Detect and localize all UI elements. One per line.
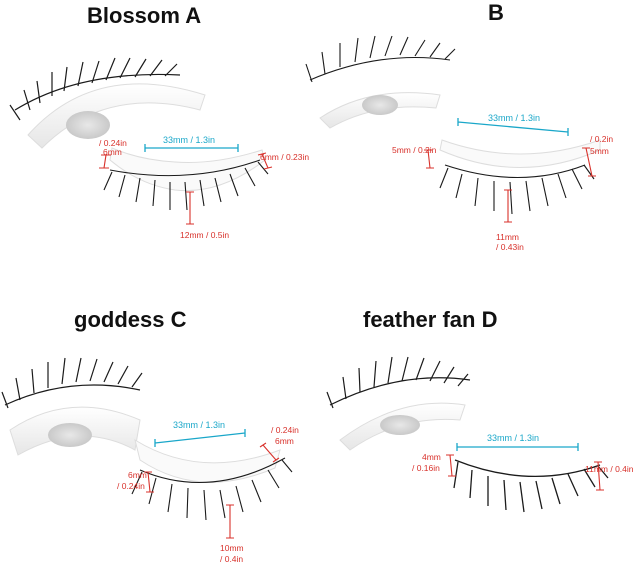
panel-b-lower-tray <box>439 139 601 168</box>
panel-b-center-in: / 0.43in <box>496 242 524 252</box>
panel-c-center-in: / 0.4in <box>220 554 244 564</box>
panel-d-left-end-in: / 0.16in <box>412 463 440 473</box>
panel-c-art <box>1 357 293 521</box>
panel-b-magnet-disk <box>362 95 398 115</box>
panel-c-left-end-in: / 0.24in <box>117 481 145 491</box>
panel-c-lower-lash <box>131 457 293 521</box>
panel-a-right-end-label: 6mm / 0.23in <box>260 152 310 162</box>
panel-a-upper-lash <box>9 57 181 121</box>
panel-b-center-mm: 11mm <box>496 232 519 242</box>
panel-a-lower-tray <box>109 147 266 192</box>
panel-d-art <box>326 356 609 513</box>
panel-a-magnet-disk <box>66 111 110 139</box>
panel-c-upper-lash <box>1 357 143 409</box>
panel-a-width-label: 33mm / 1.3in <box>163 135 216 145</box>
panel-b-left-end-label: 5mm / 0.2in <box>392 145 437 155</box>
panel-a-title: Blossom A <box>87 3 202 28</box>
panel-d-magnet-disk <box>380 415 420 435</box>
panel-b-width-label: 33mm / 1.3in <box>488 113 541 123</box>
panel-d-right-end-label: 11mm / 0.4in <box>585 464 634 474</box>
panel-a-center-label: 12mm / 0.5in <box>180 230 230 240</box>
panel-c-width-label: 33mm / 1.3in <box>173 420 226 430</box>
panel-c-left-end-mm: 6mm <box>128 470 147 480</box>
cyan-measure-lines <box>144 118 579 451</box>
red-measure-lines <box>99 147 604 539</box>
panel-a-art <box>9 57 269 211</box>
panel-a-left-end-in: / 0.24in <box>99 138 127 148</box>
panel-d-upper-lash <box>326 356 471 409</box>
panel-c-right-end-in: / 0.24in <box>271 425 299 435</box>
panel-b-right-end-mm: 5mm <box>590 146 609 156</box>
panel-d-width-label: 33mm / 1.3in <box>487 433 540 443</box>
panel-b-tray <box>319 92 441 129</box>
panel-d-left-end-mm: 4mm <box>422 452 441 462</box>
panel-b-art <box>305 35 601 215</box>
panel-c-right-end-mm: 6mm <box>275 436 294 446</box>
panel-b-upper-lash <box>305 35 456 83</box>
panel-d-lower-lash <box>453 459 609 513</box>
panel-d-tray <box>339 402 466 451</box>
panel-c-magnet-disk <box>48 423 92 447</box>
panel-d-title: feather fan D <box>363 307 498 332</box>
panel-a-lower-lash <box>103 159 269 211</box>
panel-c-center-mm: 10mm <box>220 543 244 553</box>
panel-c-lower-tray <box>134 438 281 483</box>
panel-b-lower-lash <box>439 164 595 215</box>
panel-c-title: goddess C <box>74 307 187 332</box>
panel-b-title: B <box>488 0 504 25</box>
panel-b-right-end-in: / 0.2in <box>590 134 614 144</box>
panel-a-left-end-mm: 6mm <box>103 147 122 157</box>
